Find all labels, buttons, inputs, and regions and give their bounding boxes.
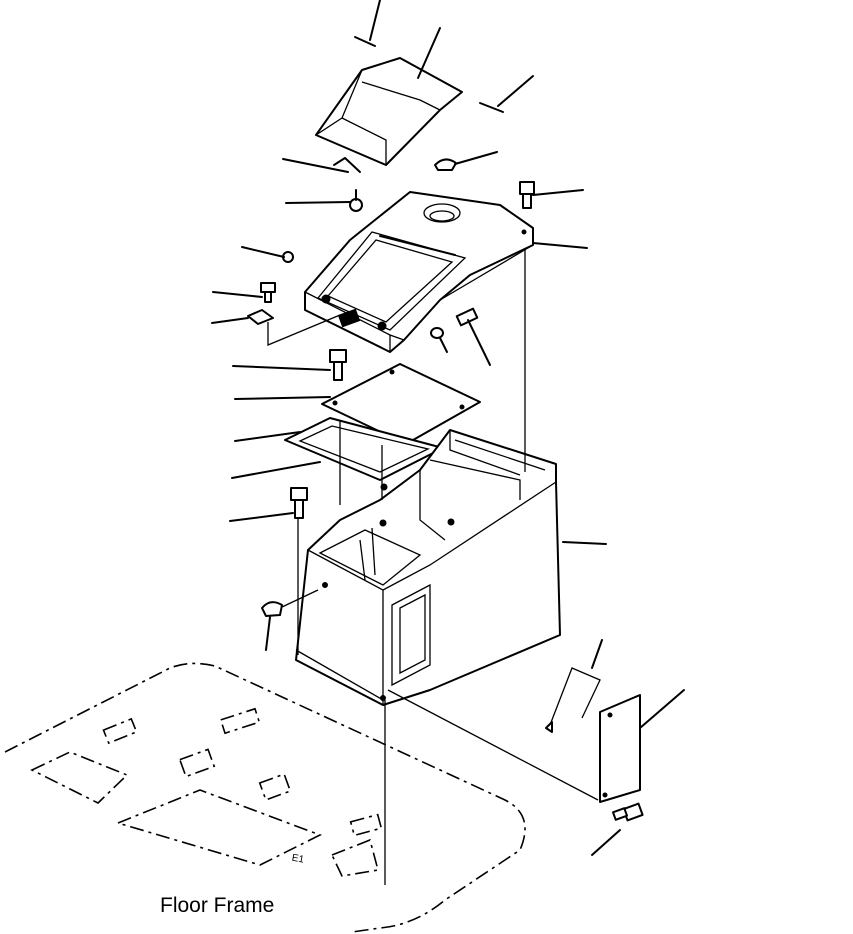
screw-upper xyxy=(285,189,363,212)
cover-plate xyxy=(234,363,481,445)
top-pin xyxy=(354,0,381,47)
plug-cap xyxy=(434,151,498,171)
console-top-housing xyxy=(304,191,534,353)
floor-frame-label: Floor Frame xyxy=(160,894,275,917)
clip-upper xyxy=(282,157,361,173)
bolt-left xyxy=(212,282,276,303)
console-box xyxy=(295,429,607,706)
floor-frame: E1 xyxy=(4,662,526,933)
bolt-box-left xyxy=(229,487,308,522)
bolt-mid xyxy=(232,349,347,381)
top-cover-panel xyxy=(315,57,463,166)
svg-text:E1: E1 xyxy=(291,853,305,866)
knob-box-left xyxy=(261,589,319,651)
right-pin xyxy=(479,75,534,113)
latch-left xyxy=(211,309,341,346)
side-label-plate xyxy=(545,639,603,733)
bolt-side-cover xyxy=(591,802,644,856)
alignment-lines xyxy=(297,250,599,885)
leader-housing xyxy=(532,242,588,249)
bolt-top-right xyxy=(519,181,584,209)
grommet-right xyxy=(430,327,448,353)
bolt-right xyxy=(455,307,491,366)
knob-left xyxy=(241,246,294,263)
leader-top-cover xyxy=(417,27,441,79)
side-access-cover xyxy=(599,689,685,803)
